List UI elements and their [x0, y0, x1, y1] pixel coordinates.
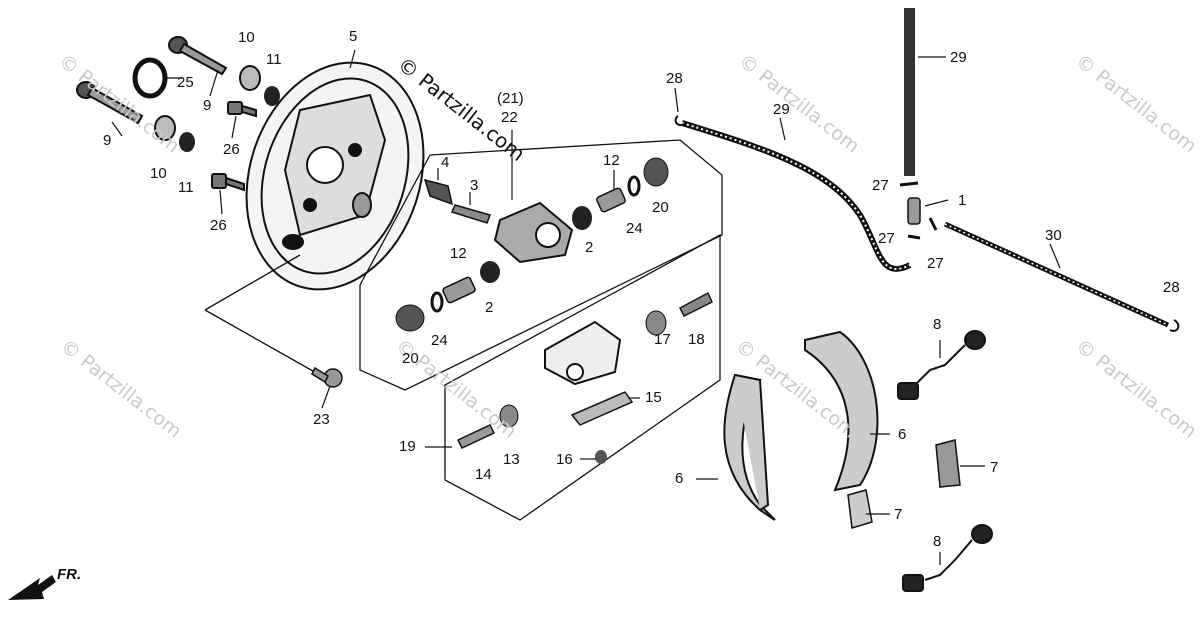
callout-label: 26 — [210, 217, 227, 234]
callout-label: 14 — [475, 466, 492, 483]
front-arrow — [8, 575, 56, 600]
callout-label: 24 — [431, 332, 448, 349]
wheel-cylinder-22 — [493, 201, 574, 264]
bleeder-screw-3 — [450, 204, 491, 224]
screw-14 — [456, 424, 496, 449]
nut-16 — [595, 450, 607, 464]
brake-shoe-left — [723, 373, 776, 521]
star-wheel-13 — [499, 404, 519, 428]
joint-1 — [907, 197, 921, 225]
callout-label: 9 — [203, 97, 212, 114]
assembly-outline — [204, 139, 723, 521]
callout-label: 27 — [927, 255, 944, 272]
callout-label: 2 — [585, 239, 594, 256]
adjuster-20-b — [395, 304, 425, 332]
front-indicator-label: FR. — [57, 566, 82, 583]
callout-label: 27 — [872, 177, 889, 194]
callout-label: 12 — [603, 152, 620, 169]
callout-label: 23 — [313, 411, 330, 428]
clip-28-left — [674, 115, 685, 126]
spring-8-lower — [902, 524, 993, 592]
callout-label: 20 — [402, 350, 419, 367]
seal-10-lower — [154, 115, 176, 141]
clip-7-a — [935, 439, 961, 488]
callout-label: 10 — [238, 29, 255, 46]
callout-label: 19 — [399, 438, 416, 455]
callout-label: 5 — [349, 28, 358, 45]
hose-29-vertical — [904, 8, 915, 176]
bolt-23 — [311, 366, 343, 388]
star-wheel-17 — [645, 310, 667, 336]
pin-9-upper — [168, 36, 228, 76]
clip-27-b — [907, 234, 921, 240]
cup-2-b — [480, 261, 500, 283]
bracket-15 — [570, 391, 634, 426]
callout-label: 12 — [450, 245, 467, 262]
callout-label: 26 — [223, 141, 240, 158]
adjuster-20-a — [643, 157, 669, 187]
seal-10-upper — [239, 65, 261, 91]
callout-label: 20 — [652, 199, 669, 216]
callout-label: 1 — [958, 192, 967, 209]
callout-label: 13 — [503, 451, 520, 468]
callout-label: 6 — [898, 426, 907, 443]
brake-shoe-right — [804, 330, 879, 492]
callout-label: 8 — [933, 316, 942, 333]
piston-12-a — [596, 187, 626, 213]
callout-label: 11 — [266, 51, 282, 68]
callout-label: 10 — [150, 165, 167, 182]
bolt-26-lower — [211, 173, 245, 192]
bleeder-4 — [423, 178, 454, 206]
callout-label: 29 — [950, 49, 967, 66]
callout-label: 4 — [441, 154, 450, 171]
callout-label: 27 — [878, 230, 895, 247]
callout-label: 18 — [688, 331, 705, 348]
callout-label: 22 — [501, 109, 518, 126]
callout-label: 28 — [666, 70, 683, 87]
cap-11-upper — [264, 86, 280, 106]
ring-24-b — [430, 291, 444, 313]
hose-30-inner — [944, 223, 1169, 326]
hose-29-curved — [681, 120, 912, 272]
callout-label: 25 — [177, 74, 194, 91]
callout-label: 15 — [645, 389, 662, 406]
hose-29-curved-inner — [681, 122, 911, 270]
piston-12-b — [442, 276, 476, 304]
callout-label: 17 — [654, 331, 671, 348]
callout-label: 6 — [675, 470, 684, 487]
cup-2-a — [572, 206, 592, 230]
callout-label: 2 — [485, 299, 494, 316]
leader-lines — [111, 49, 1061, 565]
callout-label: 11 — [178, 179, 194, 196]
callout-label: 28 — [1163, 279, 1180, 296]
clip-7-b — [847, 489, 873, 529]
bolt-18 — [679, 291, 713, 318]
callout-label: 30 — [1045, 227, 1062, 244]
spring-8-upper — [897, 330, 986, 400]
callout-label: 16 — [556, 451, 573, 468]
callout-label: 3 — [470, 177, 479, 194]
clip-28-right — [1169, 319, 1180, 332]
ring-24-a — [627, 175, 641, 197]
cylinder-body — [544, 320, 622, 386]
callout-label: 24 — [626, 220, 643, 237]
o-ring-25 — [132, 57, 168, 99]
pin-9-lower — [76, 81, 144, 125]
brake-panel — [245, 61, 425, 291]
callout-label: 29 — [773, 101, 790, 118]
callout-label: 7 — [894, 506, 903, 523]
callout-label: 7 — [990, 459, 999, 476]
callout-label: 8 — [933, 533, 942, 550]
clip-27-a — [899, 181, 919, 187]
callout-label: (21) — [497, 90, 524, 107]
cap-11-lower — [179, 132, 195, 152]
clip-27-c — [928, 217, 938, 231]
callout-label: 9 — [103, 132, 112, 149]
bolt-26-upper — [227, 101, 257, 118]
